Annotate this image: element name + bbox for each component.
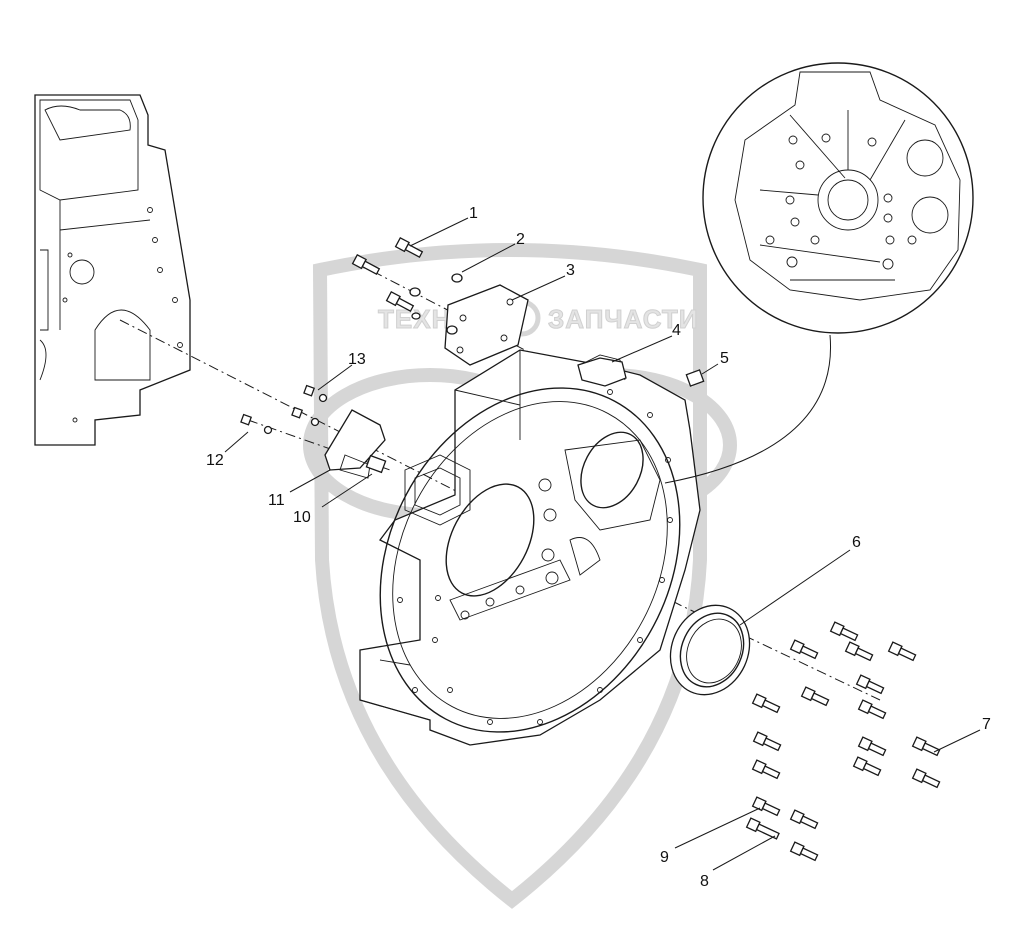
- callout-9: 9: [660, 849, 669, 866]
- housing-bolts: [745, 621, 941, 862]
- callout-11: 11: [268, 492, 285, 509]
- callout-7: 7: [982, 716, 991, 733]
- cover-bolts: [351, 236, 463, 335]
- flywheel-housing: [359, 349, 701, 746]
- sensor-boss: [577, 357, 627, 387]
- seal-ring: [669, 604, 751, 696]
- callout-5: 5: [720, 350, 729, 367]
- cover-plate: [444, 284, 529, 366]
- callout-labels: 1 2 3 4 5 6 7 8 9 10 11 12 13: [206, 205, 991, 890]
- plug: [685, 369, 705, 387]
- assembly-axis-line: [119, 319, 881, 701]
- leader-lines: [224, 217, 981, 871]
- callout-12: 12: [206, 452, 224, 469]
- callout-6: 6: [852, 534, 861, 551]
- callout-13: 13: [348, 351, 366, 368]
- watermark-text-right: ЗАПЧАСТИ: [548, 304, 699, 334]
- callout-2: 2: [516, 231, 525, 248]
- inspection-cover: [240, 384, 387, 479]
- callout-4: 4: [672, 322, 681, 339]
- callout-10: 10: [293, 509, 311, 526]
- detail-view: [664, 62, 974, 484]
- callout-1: 1: [469, 205, 478, 222]
- engine-block: [34, 94, 191, 446]
- callout-8: 8: [700, 873, 709, 890]
- callout-3: 3: [566, 262, 575, 279]
